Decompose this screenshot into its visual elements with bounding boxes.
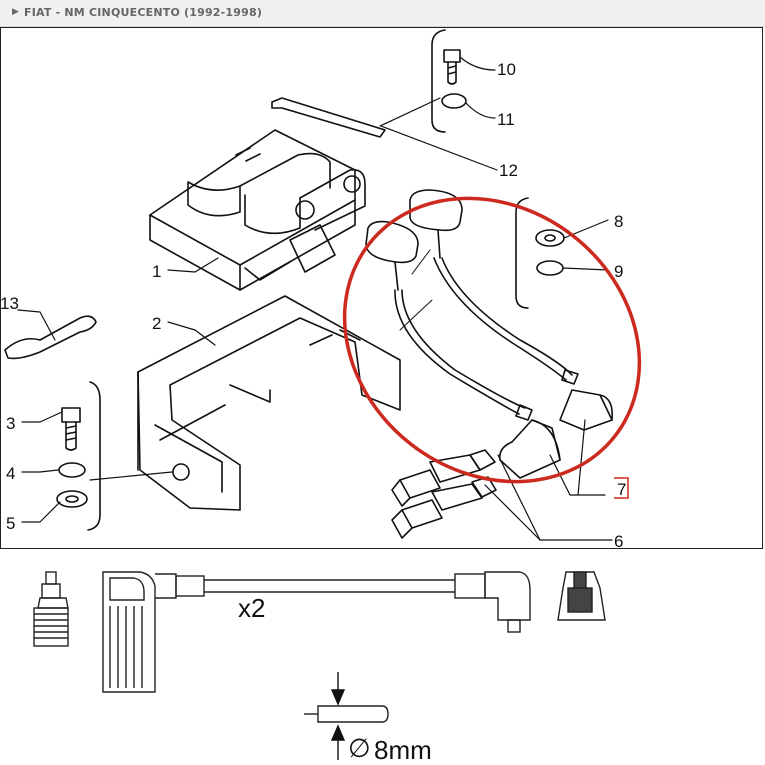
triangle-right-icon[interactable]: ▶ [12, 7, 19, 17]
bracket-13 [4, 315, 97, 360]
spring-washer-4 [58, 462, 86, 478]
callout-7-bracket [614, 477, 629, 499]
header-bar[interactable]: ▶ FIAT - NM CINQUECENTO (1992-1998) [0, 0, 765, 27]
diameter-symbol: ∅ [348, 733, 371, 763]
washer-9 [536, 260, 564, 276]
group-brace-3-5 [87, 381, 101, 531]
callout-13: 13 [0, 294, 19, 313]
plug-boot [102, 571, 205, 693]
product-illustration [33, 571, 606, 760]
coil-mount-bracket [137, 295, 401, 511]
callout-12: 12 [499, 161, 518, 180]
quantity-label: x2 [238, 593, 265, 623]
callout-10: 10 [497, 60, 516, 79]
callout-8: 8 [614, 212, 623, 231]
callout-9: 9 [614, 262, 623, 281]
highlight-ellipse [342, 196, 642, 484]
group-brace-10-11 [431, 29, 446, 133]
bracket-12 [271, 97, 386, 138]
leader-lines [17, 56, 613, 541]
callout-11: 11 [497, 110, 515, 129]
bolt-3 [61, 407, 81, 451]
callout-4: 4 [6, 464, 15, 483]
callout-2: 2 [152, 314, 161, 333]
callout-3: 3 [6, 414, 15, 433]
page-title: FIAT - NM CINQUECENTO (1992-1998) [24, 6, 263, 19]
group-brace-8-9 [515, 197, 529, 309]
cable [204, 579, 455, 593]
ignition-leads [365, 189, 614, 479]
terminal-connector [33, 571, 69, 647]
callout-labels: 10 11 12 8 9 1 2 13 3 4 5 6 7 [0, 60, 626, 551]
ignition-coil [149, 129, 366, 291]
callout-7: 7 [617, 480, 626, 499]
flat-washer-5 [56, 490, 88, 508]
cap-section [557, 571, 606, 621]
washer-11 [441, 93, 467, 109]
diameter-label: 8mm [374, 735, 432, 765]
callout-5: 5 [6, 514, 15, 533]
exploded-diagram-frame [0, 27, 763, 549]
nut-8 [535, 229, 565, 247]
callout-6: 6 [614, 532, 623, 551]
callout-1: 1 [152, 262, 161, 281]
bolt-10 [443, 49, 461, 85]
coil-connector [454, 571, 531, 633]
diameter-detail [304, 672, 389, 760]
